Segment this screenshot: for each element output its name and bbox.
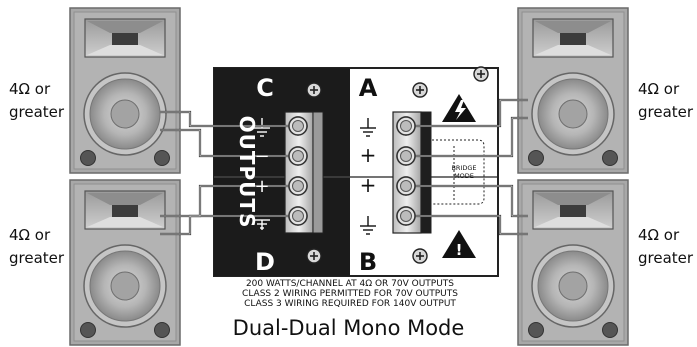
channel-a-label: A [359,74,378,102]
bridge-mode-bracket [432,139,485,205]
outputs-dark-section [214,68,350,276]
diagram-caption: Dual-Dual Mono Mode [232,316,465,340]
bridge-label-line2: MODE [454,172,474,180]
ground-icon [254,118,270,137]
warning-exclamation: ! [456,241,463,259]
channel-c-label: C [256,74,274,102]
high-voltage-warning-icon [442,94,476,122]
impedance-label-bottom-left: 4Ω or greater [9,226,65,267]
note-class2-wiring: CLASS 2 WIRING PERMITTED FOR 70V OUTPUTS [242,289,458,299]
speaker-top-left [69,7,181,174]
screw-icon [473,66,489,82]
screw-icon [306,82,322,98]
screw-icon [412,82,428,98]
ground-icon [360,216,376,235]
ground-icon [254,219,270,230]
impedance-label-top-left: 4Ω or greater [9,80,65,121]
channel-b-label: B [359,248,377,276]
outputs-label: OUTPUTS [235,116,259,229]
note-power-rating: 200 WATTS/CHANNEL AT 4Ω OR 70V OUTPUTS [245,279,455,289]
caution-warning-icon [442,230,476,258]
plus-sign: + [360,173,377,197]
plus-sign: + [254,176,269,197]
bridge-label-line1: BRIDGE [451,164,476,172]
ground-icon [360,118,376,137]
channel-d-label: D [255,248,275,276]
impedance-label-bottom-right: 4Ω or greater [638,226,694,267]
screw-icon [306,248,322,264]
note-class3-wiring: CLASS 3 WIRING REQUIRED FOR 140V OUTPUT [244,299,456,309]
minus-sign: − [254,146,269,167]
impedance-label-top-right: 4Ω or greater [638,80,694,121]
screw-icon [412,248,428,264]
plus-sign: + [360,143,377,167]
speaker-top-right [517,7,629,174]
